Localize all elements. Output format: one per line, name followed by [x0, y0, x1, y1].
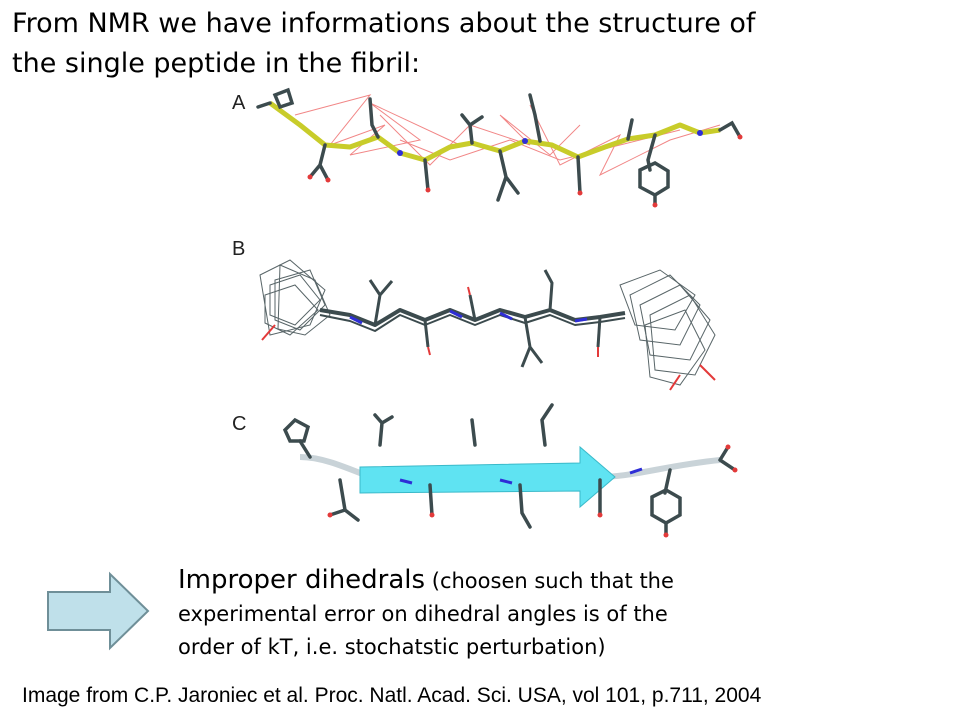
- title-line-1: From NMR we have informations about the …: [12, 8, 756, 39]
- side-chains-b: [368, 269, 602, 368]
- oxygens-b: [261, 286, 716, 391]
- description-lead: Improper dihedrals: [178, 565, 426, 595]
- oxygens-c: [327, 444, 738, 538]
- panel-c-label: C: [232, 413, 246, 435]
- panel-b: B: [232, 238, 716, 391]
- description-line-2: experimental error on dihedral angles is…: [178, 602, 668, 626]
- ensemble-right-b: [619, 269, 716, 386]
- nitrogens-c: [399, 467, 643, 485]
- coil-right: [604, 457, 721, 480]
- backbone-a: [268, 100, 721, 163]
- side-chains-c: [282, 403, 737, 537]
- title-line-2: the single peptide in the fibril:: [12, 48, 421, 79]
- ensemble-left-b: [259, 259, 331, 336]
- description-line-3: order of kT, i.e. stochatstic perturbati…: [178, 635, 606, 659]
- oxygens-a: [307, 134, 743, 208]
- nitrogens-b: [349, 309, 588, 325]
- side-chains-a: [256, 87, 742, 207]
- coil-left: [299, 454, 367, 478]
- panel-a: A: [232, 87, 743, 208]
- panel-c: C: [232, 403, 738, 538]
- panel-a-label: A: [232, 92, 246, 114]
- description-line-1-rest: (choosen such that the: [425, 569, 674, 593]
- right-arrow-icon: [47, 571, 150, 651]
- panel-b-label: B: [232, 238, 245, 260]
- slide-title: From NMR we have informations about the …: [12, 4, 912, 84]
- nitrogens-a: [397, 130, 703, 156]
- image-citation: Image from C.P. Jaroniec et al. Proc. Na…: [22, 684, 762, 707]
- description-text: Improper dihedrals (choosen such that th…: [178, 564, 788, 664]
- peptide-structure-figure: A: [232, 87, 743, 538]
- beta-strand-arrow: [359, 445, 616, 509]
